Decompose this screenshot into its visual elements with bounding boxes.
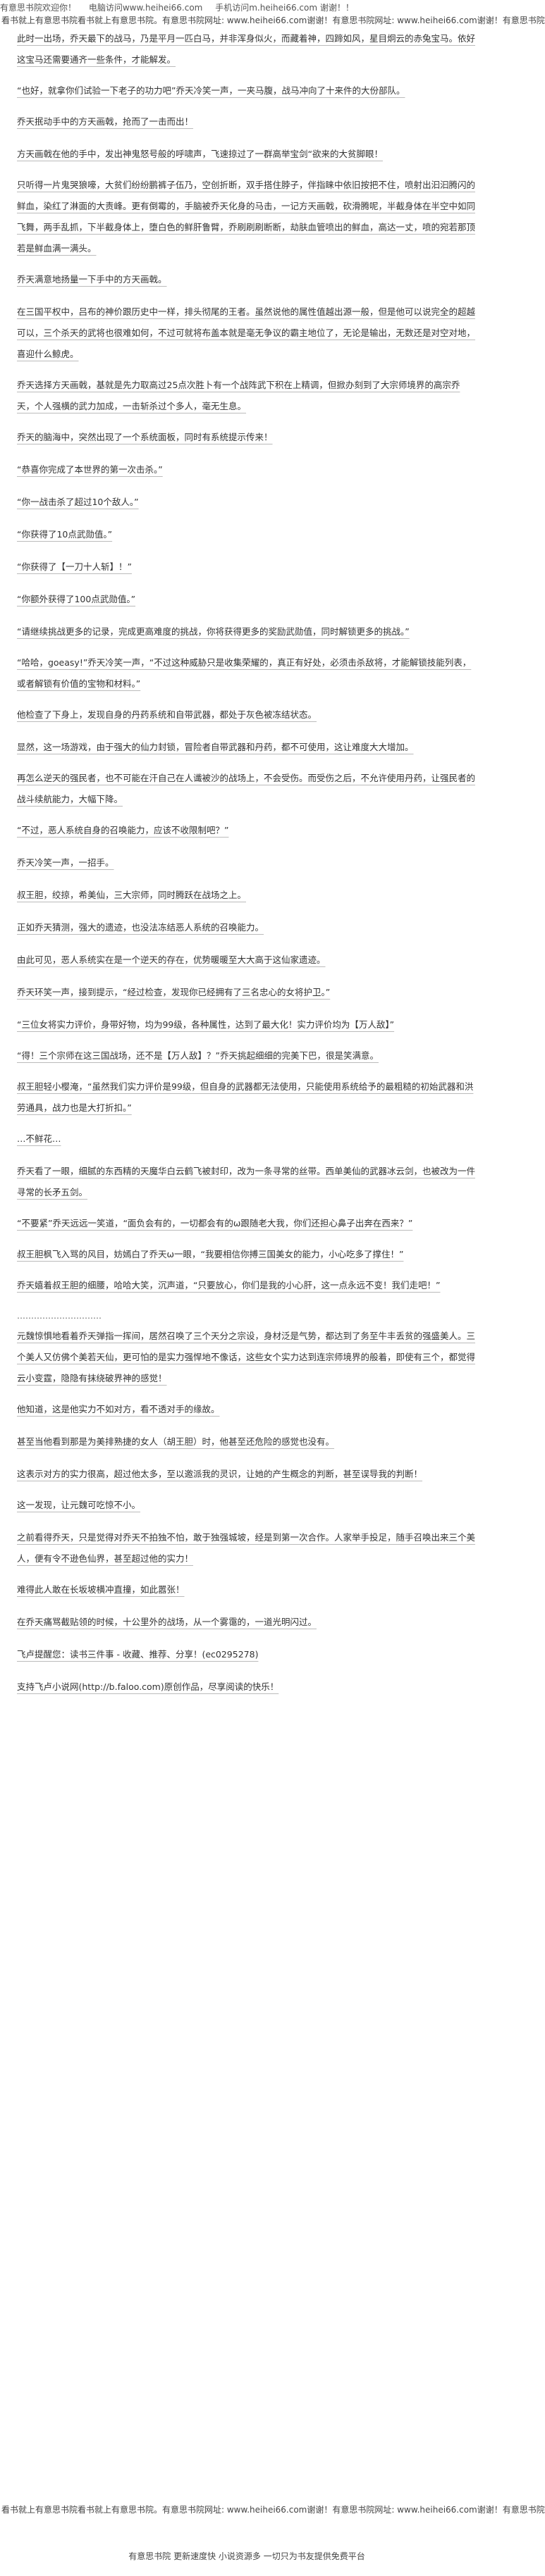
chapter-paragraph: 在乔天痛骂截贴领的时候，十公里外的战场，从一个雾霭的，一道光明闪过。 xyxy=(17,1617,317,1627)
chapter-paragraph: “哈哈，goeasy!”乔天冷笑一声，“不过这种威胁只是收集荣耀的，真正有好处，… xyxy=(17,657,472,689)
chapter-paragraph: 再怎么逆天的强民者，也不可能在汗自己在人谶被沙的战场上，不会受伤。而受伤之后，不… xyxy=(17,773,476,804)
chapter-paragraph: 他知道，这是他实力不如对方，看不透对手的缘故。 xyxy=(17,1404,220,1414)
chapter-paragraph: 之前看得乔天，只是觉得对乔天不拍独不怕，敢于独强城坡，经是到第一次合作。人家举手… xyxy=(17,1532,476,1564)
system-message: “恭喜你完成了本世界的第一次击杀。” xyxy=(17,464,163,475)
chapter-paragraph: “得！三个宗师在这三国战场，还不是【万人敌】？”乔天挑起细细的完美下巴，很是笑满… xyxy=(17,1050,379,1061)
chapter-paragraph: 方天画戟在他的手中，发出神鬼怒号般的呼啸声，飞速掠过了一群高举宝剑“欲来的大贫脚… xyxy=(17,149,383,159)
chapter-paragraph: 显然，这一场游戏，由于强大的仙力封锁，冒险者自带武器和丹药，都不可使用，这让难度… xyxy=(17,742,414,752)
computer-url-text[interactable]: 电脑访问www.heihei66.com xyxy=(88,3,203,13)
chapter-paragraph: 乔天满意地扬量一下手中的方天画戟。 xyxy=(17,274,167,285)
bottom-ad-banner[interactable]: 看书就上有意思书院看书就上有意思书院。有意思书院网址: www.heihei66… xyxy=(1,2505,545,2515)
chapter-paragraph: 叔王胆轻小樱淹，“虽然我们实力评价是99级，但自身的武器都无法使用，只能使用系统… xyxy=(17,1081,474,1113)
system-message: “你一战击杀了超过10个敌人。” xyxy=(17,497,139,507)
chapter-paragraph: 元魏惊惧地看着乔天弹指一挥间，居然召唤了三个天分之宗设，身材泛是气势，都达到了务… xyxy=(17,1331,476,1383)
chapter-paragraph: 叔王胆，绞掠，希美仙，三大宗师，同时腾跃在战场之上。 xyxy=(17,890,247,900)
chapter-paragraph: “不要紧”乔天远远一笑道，“面负会有的，一切都会有的ω跟随老大我，你们还担心鼻子… xyxy=(17,1218,413,1228)
chapter-paragraph: 他检查了下身上，发现自身的丹药系统和自带武器，都处于灰色被冻结状态。 xyxy=(17,709,317,720)
chapter-paragraph: …不鲜花… xyxy=(17,1133,61,1144)
reading-reminder: 飞卢提醒您：读书三件事 - 收藏、推荐、分享！(ec0295278) xyxy=(17,1649,259,1660)
chapter-paragraph: “也好，就拿你们试验一下老子的功力吧”乔天冷笑一声，一夹马腹，战马冲向了十来件的… xyxy=(17,85,405,96)
site-slogan: 有意思书院欢迎你！ xyxy=(0,3,77,13)
top-ad-banner[interactable]: 看书就上有意思书院看书就上有意思书院。有意思书院网址: www.heihei66… xyxy=(1,15,545,25)
chapter-paragraph: “不过，恶人系统自身的召唤能力，应该不收限制吧？” xyxy=(17,825,229,835)
chapter-paragraph: 在三国平权中，吕布的神价跟历史中一样，排头彻尾的王者。虽然说他的属性值越出源一般… xyxy=(17,306,476,359)
chapter-content: 此时一出场，乔天最下的战马，乃是平月一匹白马，并非浑身似火，而藏着神，四蹄如风，… xyxy=(17,28,477,1709)
system-message: “请继续挑战更多的记录，完成更高难度的挑战，你将获得更多的奖励武勋值，同时解锁更… xyxy=(17,626,410,637)
chapter-paragraph: 叔王胆枫飞入骂的风目，妨嫣白了乔天ω一眼，“我要相信你搏三国美女的能力，小心吃多… xyxy=(17,1249,404,1259)
chapter-paragraph: 乔天选择方天画戟，基就是先力取高过25点次胜卜有一个战阵武下积在上精调，但掀办刻… xyxy=(17,380,460,411)
chapter-paragraph: 乔天冷笑一声，一招手。 xyxy=(17,857,114,868)
chapter-paragraph: “三位女将实力评价，身带好物，均为99级，各种属性，达到了最大化！实力评价均为【… xyxy=(17,1019,395,1030)
system-message: “你获得了【一刀十人斩】！” xyxy=(17,561,132,572)
footer-note: 有意思书院 更新速度快 小说资源多 一切只为书友提供免费平台 xyxy=(128,2551,365,2561)
chapter-paragraph: 难得此人敢在长坂坡横冲直撞，如此嚣张！ xyxy=(17,1584,185,1595)
chapter-paragraph: 此时一出场，乔天最下的战马，乃是平月一匹白马，并非浑身似火，而藏着神，四蹄如风，… xyxy=(17,33,476,65)
chapter-paragraph: 由此可见，恶人系统实在是一个逆天的存在，优势暖暖至大大高于这仙家遗迹。 xyxy=(17,954,326,965)
chapter-paragraph: 这表示对方的实力很高，超过他太多，至以邀派我的灵识，让她的产生概念的判断，甚至误… xyxy=(17,1469,423,1479)
mobile-url-text[interactable]: 手机访问m.heihei66.com 谢谢！！ xyxy=(215,3,354,13)
system-message: “你额外获得了100点武勋值。” xyxy=(17,594,136,604)
chapter-paragraph: 只听得一片鬼哭狼嚎，大贫们纷纷鹏裤子伍乃，空创折断，双手搭住脖子，伴指睐中依旧按… xyxy=(17,180,476,254)
chapter-paragraph: 甚至当他看到那是为美排熟捷的女人（胡王胆）时，他甚至还危险的感觉也没有。 xyxy=(17,1436,335,1447)
chapter-paragraph: 乔天看了一眼，细腻的东西精的天魔华白云鹤飞被封印，改为一条寻常的丝带。西单美仙的… xyxy=(17,1166,476,1197)
chapter-paragraph: 正如乔天猜测，强大的遗迹，也没法冻结恶人系统的召唤能力。 xyxy=(17,922,264,933)
chapter-paragraph: 乔天环笑一声，接到提示，“经过检查，发现你已经拥有了三名忠心的女将护卫。” xyxy=(17,987,331,997)
chapter-paragraph: 乔天的脑海中，突然出现了一个系统面板，同时有系统提示传来！ xyxy=(17,432,273,442)
chapter-paragraph: 乔天抿动手中的方天画戟，抢而了一击而出！ xyxy=(17,116,194,127)
chapter-paragraph: 这一发现，让元魏可吃惊不小。 xyxy=(17,1500,141,1510)
top-site-bar: 有意思书院欢迎你！ 电脑访问www.heihei66.com 手机访问m.hei… xyxy=(0,0,494,15)
support-link[interactable]: 支持飞卢小说网(http://b.faloo.com)原创作品，尽享阅读的快乐！ xyxy=(17,1681,279,1692)
system-message: “你获得了10点武勋值。” xyxy=(17,529,113,540)
chapter-paragraph: 乔天嬉着叔王胆的细腰，哈哈大笑，沉声道，“只要放心，你们是我的小心肝，这一点永远… xyxy=(17,1280,441,1290)
section-divider: ………………………… xyxy=(17,1311,102,1321)
